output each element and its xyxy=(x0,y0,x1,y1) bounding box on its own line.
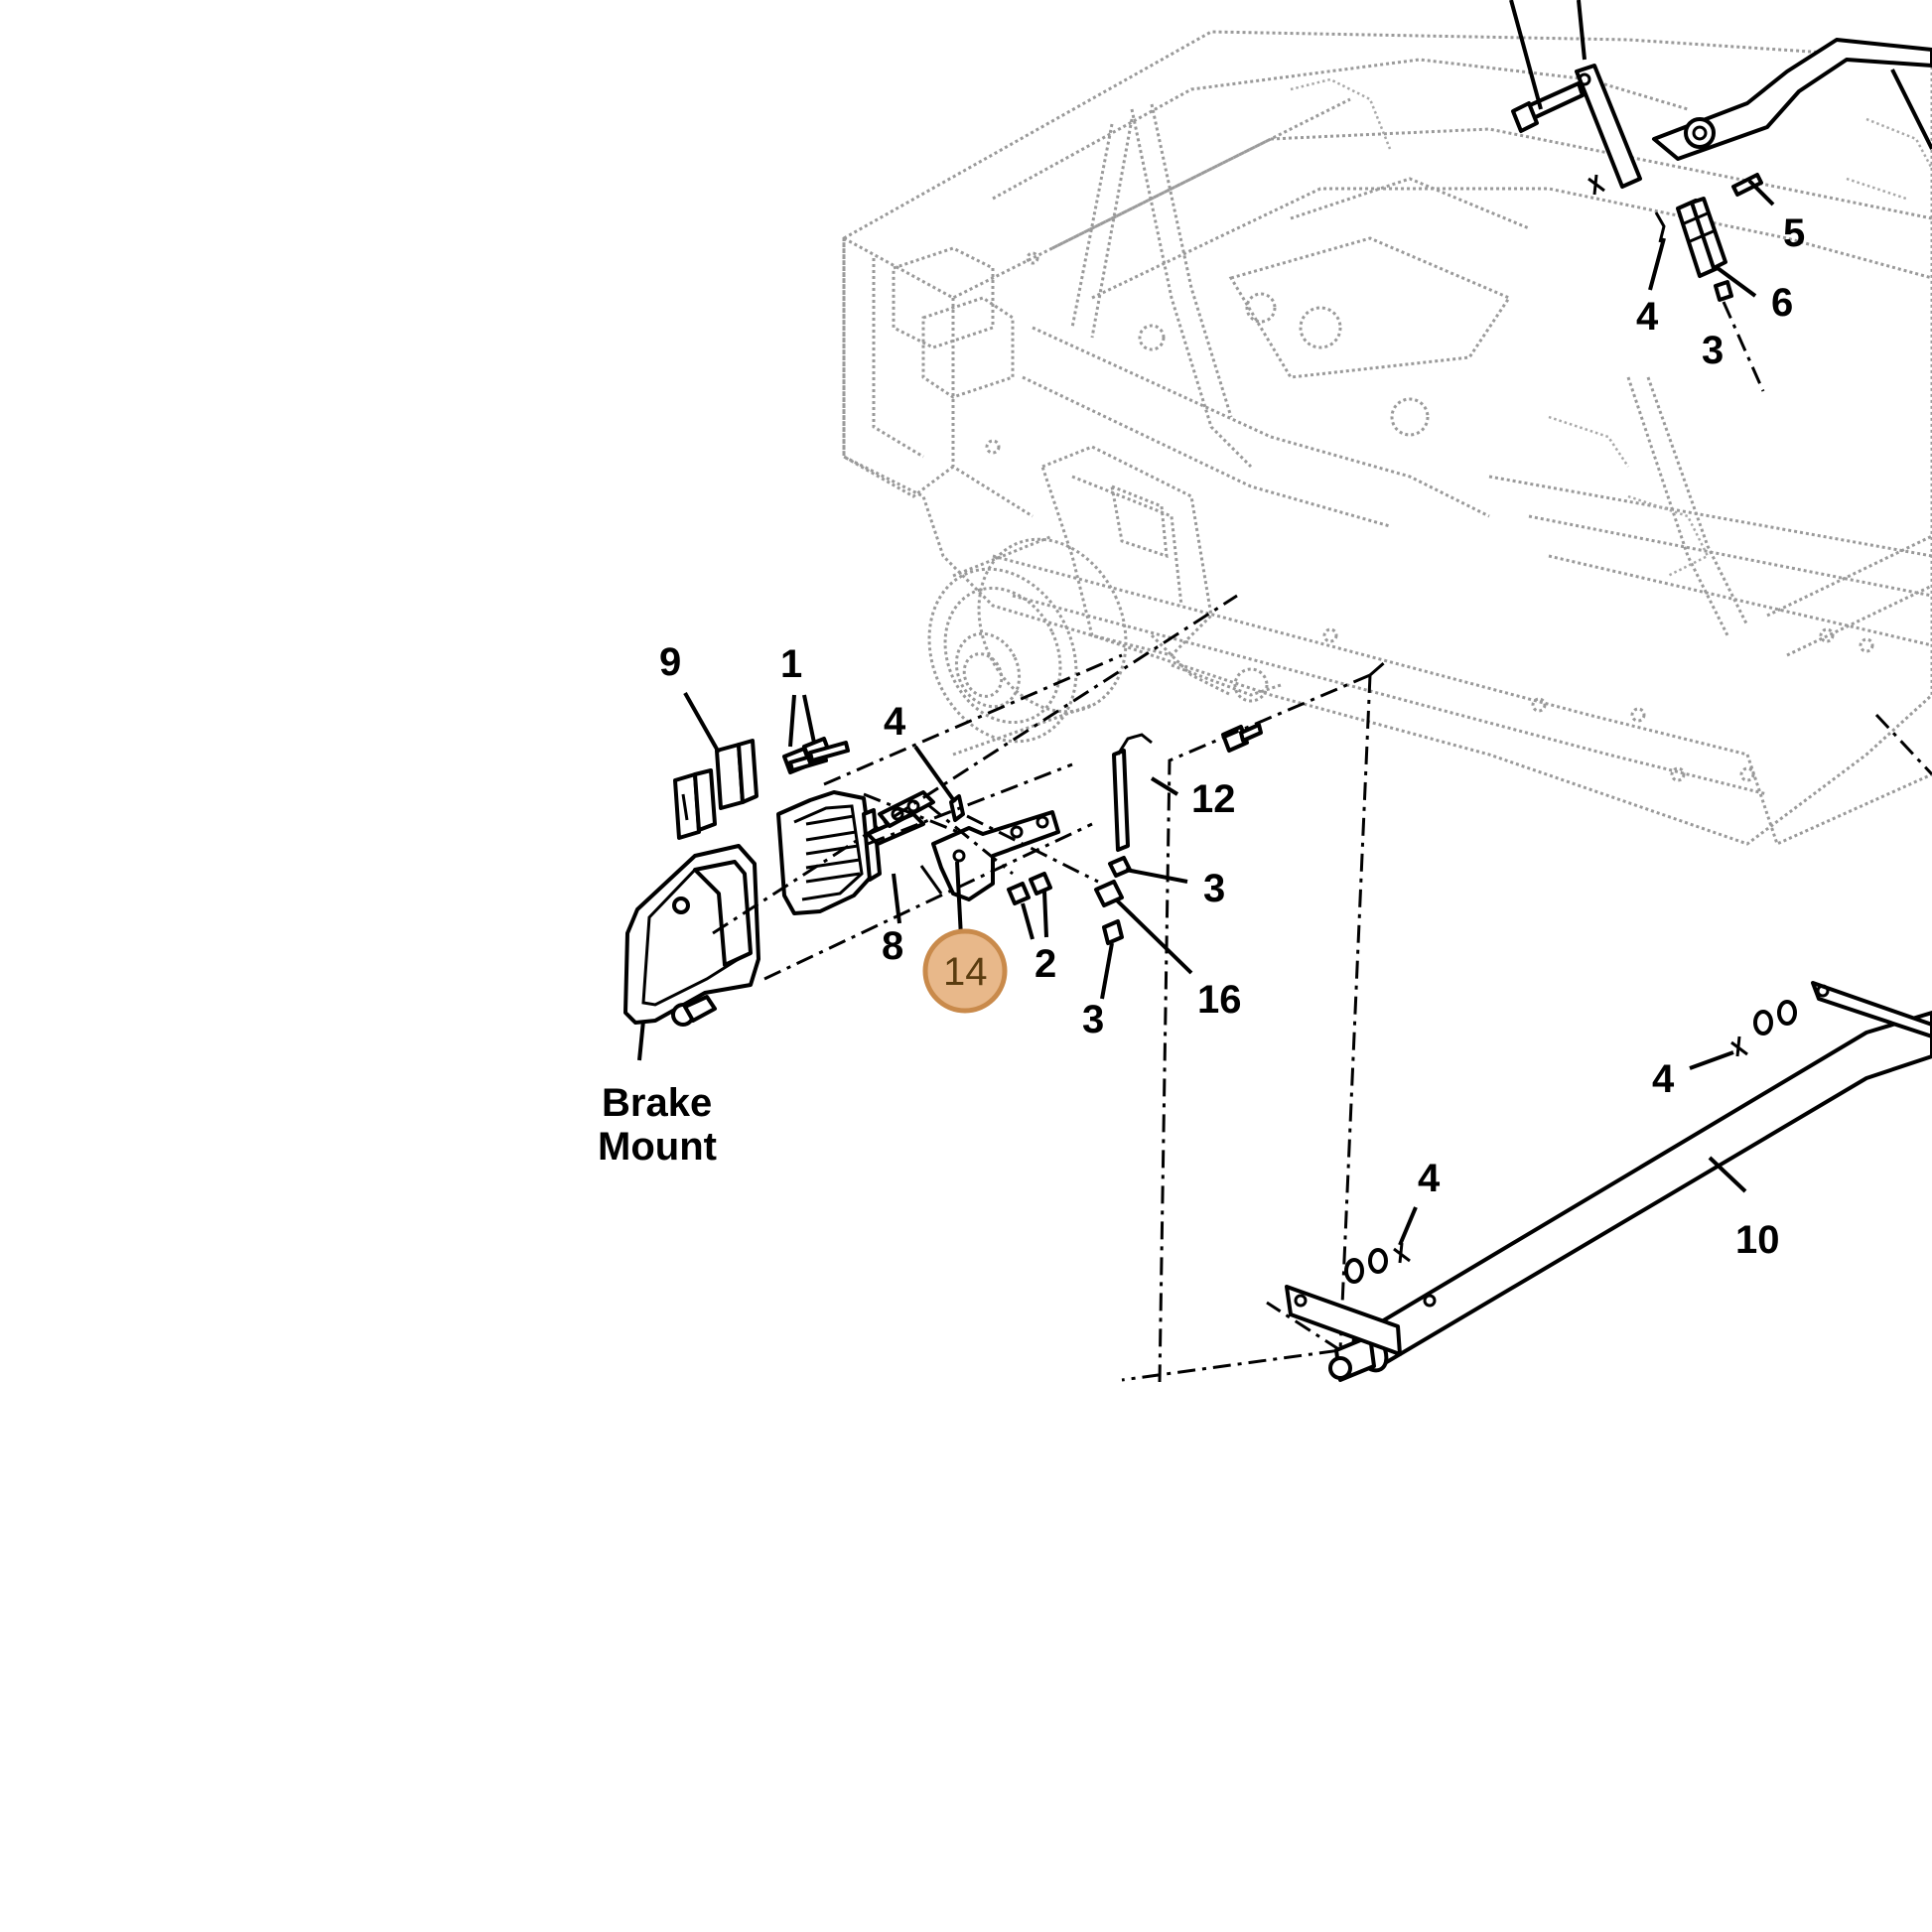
callout-2: 2 xyxy=(1035,942,1056,986)
assembly-lines xyxy=(712,594,1932,1383)
callout-3-lower: 3 xyxy=(1082,998,1104,1041)
frame-ghost xyxy=(842,30,1932,847)
callout-10: 10 xyxy=(1735,1218,1780,1262)
brake-mount-label-line2: Mount xyxy=(598,1125,717,1169)
callout-4-bar-left: 4 xyxy=(1418,1157,1441,1200)
callout-12: 12 xyxy=(1191,777,1236,821)
callouts: 9 1 4 12 3 8 14 2 16 3 5 6 4 3 4 4 10 Br… xyxy=(598,211,1805,1262)
callout-16: 16 xyxy=(1197,978,1242,1022)
callout-5: 5 xyxy=(1783,211,1805,255)
callout-1: 1 xyxy=(780,642,802,686)
brake-mount-label-line1: Brake xyxy=(602,1081,712,1125)
callout-4-upper: 4 xyxy=(1636,295,1659,339)
callout-4-brake: 4 xyxy=(884,700,906,744)
callout-4-bar-right: 4 xyxy=(1652,1057,1675,1101)
callout-6: 6 xyxy=(1771,281,1793,325)
leader-lines xyxy=(637,0,1775,1246)
callout-14: 14 xyxy=(943,950,988,994)
callout-9: 9 xyxy=(659,640,681,684)
callout-3-upper: 3 xyxy=(1203,867,1225,910)
callout-8: 8 xyxy=(882,924,903,968)
callout-14-highlight xyxy=(922,928,1008,1014)
bar-assembly xyxy=(1285,981,1932,1382)
callout-3-top: 3 xyxy=(1702,329,1724,372)
brake-assembly xyxy=(623,723,1263,1027)
